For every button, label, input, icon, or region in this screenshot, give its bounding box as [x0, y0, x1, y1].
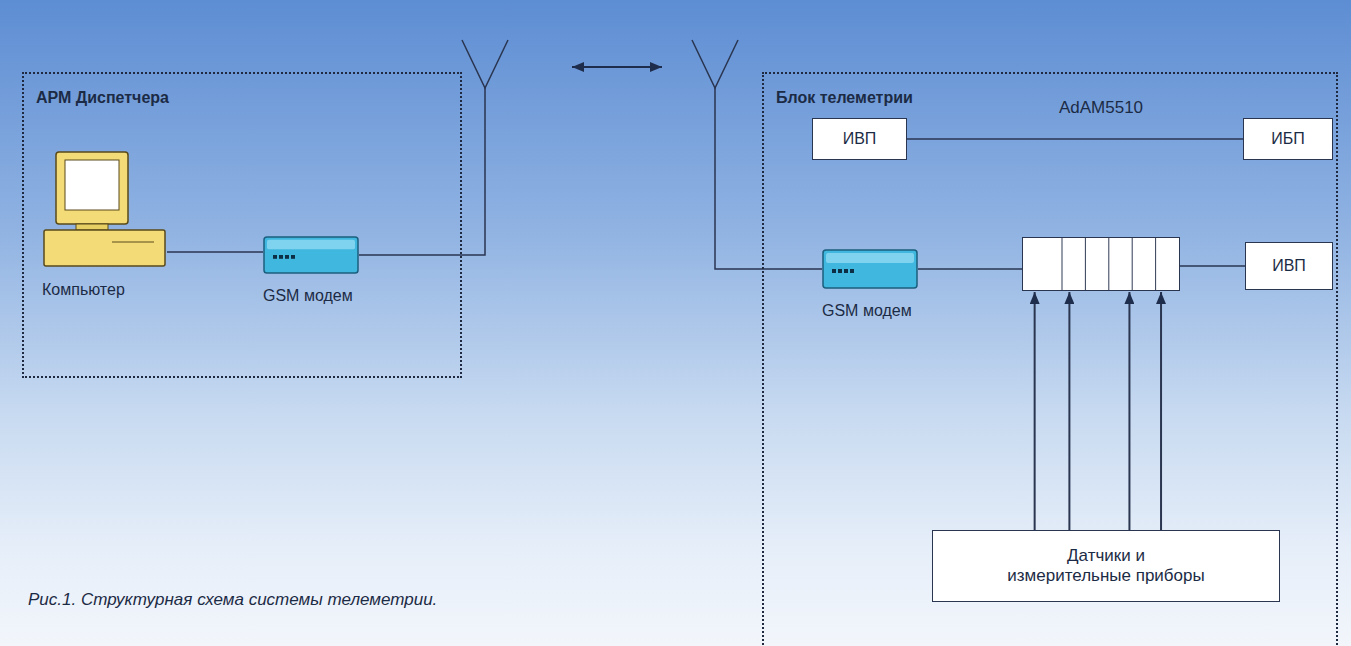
computer: Компьютер: [42, 150, 167, 268]
node-label: GSM модем: [822, 301, 912, 320]
group-frame: АРМ ДиспетчераКомпьютерGSM модем: [22, 72, 462, 378]
node-label: Компьютер: [42, 280, 125, 299]
node-label: ИВП: [837, 129, 883, 148]
node-label: Датчики и измерительные приборы: [995, 546, 1217, 587]
signal-arrow: [1160, 292, 1162, 530]
figure-caption: Рис.1. Структурная схема системы телемет…: [28, 590, 437, 610]
antenna-wire: [359, 88, 485, 255]
node-label: GSM модем: [263, 286, 353, 305]
antenna-wire: [715, 88, 822, 269]
radio-link-arrow: [572, 66, 662, 68]
node-label: AdAM5510: [1023, 98, 1179, 118]
process-box: ИВП: [812, 118, 907, 160]
connector-line: [1180, 265, 1245, 267]
gsm-modem: GSM модем: [263, 236, 359, 274]
node-label: ИБП: [1265, 129, 1311, 148]
antenna-symbol: [462, 40, 508, 88]
controller-module: AdAM5510: [1022, 237, 1180, 291]
modem-icon: [263, 236, 359, 274]
node-label: ИВП: [1266, 256, 1312, 275]
group-heading: АРМ Диспетчера: [36, 88, 169, 107]
connector-line: [918, 268, 1022, 270]
process-box: ИБП: [1243, 118, 1333, 160]
antenna-right: [692, 40, 822, 269]
signal-arrow: [1068, 292, 1070, 530]
computer-icon: [42, 150, 167, 268]
signal-arrow: [1034, 292, 1036, 530]
gsm-modem: GSM модем: [822, 249, 918, 289]
connector-line: [907, 138, 1243, 140]
connector-line: [167, 251, 263, 253]
modem-icon: [822, 249, 918, 289]
process-box: ИВП: [1245, 242, 1333, 290]
signal-arrow: [1128, 292, 1130, 530]
group-heading: Блок телеметрии: [776, 88, 913, 107]
group-frame: Блок телеметрииИВПИБПGSM модемAdAM5510ИВ…: [762, 72, 1338, 646]
module-slots: [1023, 238, 1179, 290]
antenna-symbol: [692, 40, 738, 88]
process-box: Датчики и измерительные приборы: [932, 530, 1280, 602]
